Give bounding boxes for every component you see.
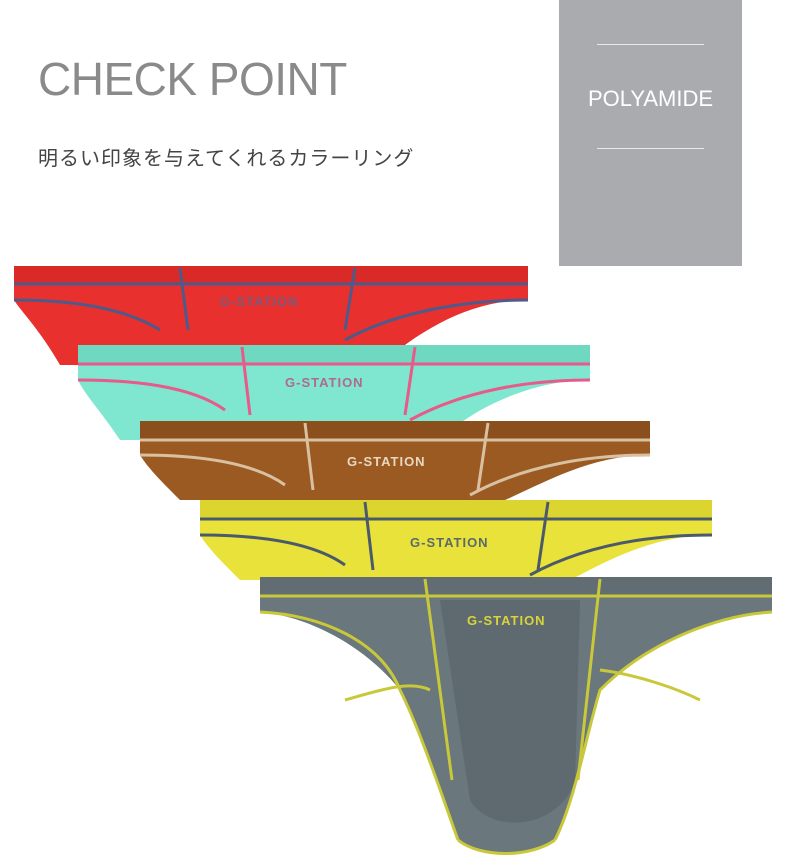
brand-logo: G-STATION [285, 375, 364, 390]
material-badge: POLYAMIDE [559, 0, 742, 266]
product-brief-brown: G-STATION [139, 421, 651, 500]
product-brief-red: G-STATION [13, 266, 529, 365]
badge-divider-bottom [597, 148, 704, 149]
product-brief-yellow: G-STATION [199, 500, 713, 580]
material-label: POLYAMIDE [587, 86, 714, 111]
brand-logo: G-STATION [467, 613, 546, 628]
brand-logo: G-STATION [410, 535, 489, 550]
product-brief-gray: G-STATION [259, 577, 773, 855]
product-brief-mint: G-STATION [77, 345, 591, 440]
brand-logo: G-STATION [220, 294, 299, 309]
brand-logo: G-STATION [347, 454, 426, 469]
badge-divider-top [597, 44, 704, 45]
page-subtitle: 明るい印象を与えてくれるカラーリング [38, 146, 415, 170]
page-title: CHECK POINT [38, 53, 347, 105]
